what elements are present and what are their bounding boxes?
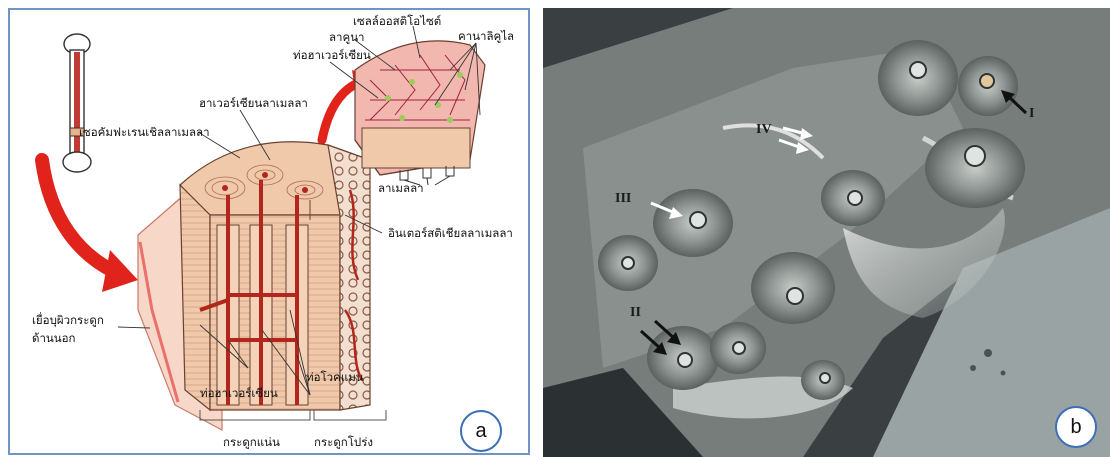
- label-osteocyte: เซลล์ออสติโอไซต์: [353, 14, 441, 28]
- panel-b-micrograph: I II III IV b: [543, 8, 1110, 457]
- label-periosteum-line1: เยื่อบุผิวกระดูก: [32, 313, 104, 327]
- magnified-osteon: [355, 41, 485, 185]
- label-circumferential-lamellae: เซอคัมฟะเรนเชิลลาเมลลา: [79, 125, 210, 139]
- label-spongy-bone: กระดูกโปร่ง: [314, 435, 373, 449]
- label-lacuna: ลาคูนา: [329, 30, 365, 44]
- panel-a-bone-diagram: เซลล์ออสติโอไซต์ ลาคูนา คานาลิคูไล ท่อฮา…: [8, 8, 530, 455]
- label-interstitial-lamellae: อินเตอร์สติเชียลลาเมลลา: [388, 226, 513, 240]
- marker-III: III: [615, 191, 631, 207]
- marker-II: II: [630, 305, 641, 321]
- label-volkmann-canal: ท่อโวคแมน: [306, 370, 364, 384]
- label-haversian-lamellae: ฮาเวอร์เซียนลาเมลลา: [199, 96, 308, 110]
- micrograph-image: [543, 8, 1110, 457]
- label-haversian-canal-top: ท่อฮาเวอร์เซียน: [293, 48, 371, 62]
- marker-IV: IV: [756, 122, 772, 138]
- curved-arrow-left: [42, 160, 138, 292]
- label-lamellae: ลาเมลลา: [378, 181, 424, 195]
- panel-letter-a: a: [460, 410, 502, 452]
- marker-I: I: [1029, 106, 1034, 122]
- label-periosteum-line2: ด้านนอก: [32, 331, 76, 345]
- label-canaliculi: คานาลิคูไล: [458, 29, 514, 43]
- long-bone-icon: [63, 34, 91, 172]
- label-haversian-canal-bottom: ท่อฮาเวอร์เซียน: [200, 386, 278, 400]
- region-brackets: [200, 410, 386, 420]
- panel-letter-b: b: [1055, 406, 1097, 448]
- label-compact-bone: กระดูกแน่น: [223, 435, 280, 449]
